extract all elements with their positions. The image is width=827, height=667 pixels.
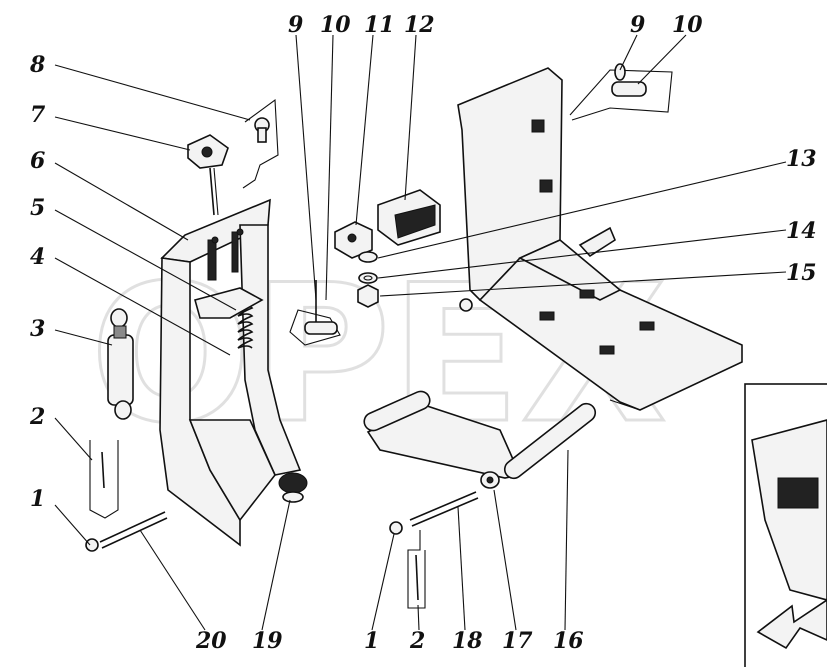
- callout-9-right: 9: [630, 12, 645, 38]
- seat-frame-part-6: [159, 198, 302, 547]
- callout-3: 3: [30, 316, 45, 342]
- callout-7: 7: [30, 102, 46, 128]
- nut-part-15: [357, 284, 379, 308]
- leader-lines: [54, 34, 787, 631]
- adjusting-knob-part-7: [187, 134, 229, 216]
- washer-part-13: [358, 251, 378, 263]
- callout-2-right: 2: [409, 628, 425, 654]
- seat-base-assembly: [457, 67, 743, 411]
- axle-part-18: [409, 491, 479, 527]
- inset-detail-view: [744, 383, 827, 667]
- callout-4: 4: [30, 244, 45, 270]
- shock-absorber-part-3: [107, 308, 134, 420]
- rubber-buffer-part-12: [377, 189, 441, 246]
- washer-part-1-left: [85, 538, 99, 552]
- callout-9-left: 9: [288, 12, 303, 38]
- screw-part-8: [242, 98, 279, 189]
- callout-15: 15: [786, 260, 817, 286]
- callout-10-right: 10: [672, 12, 703, 38]
- callout-20: 20: [195, 628, 227, 654]
- callout-17: 17: [502, 628, 533, 654]
- callout-1-left: 1: [30, 486, 45, 512]
- bushing-part-17: [480, 471, 500, 489]
- cotter-pin-part-2-left: [89, 440, 119, 519]
- callout-8: 8: [29, 52, 45, 78]
- callout-16: 16: [553, 628, 584, 654]
- axle-part-20: [99, 511, 168, 549]
- pin-part-10-right: [569, 63, 673, 121]
- callout-2-left: 2: [29, 404, 45, 430]
- washer-part-1-right: [389, 521, 403, 535]
- callout-14: 14: [786, 218, 817, 244]
- callout-1-right: 1: [364, 628, 379, 654]
- callout-labels: 8 7 6 5 4 3 2 1 20 19 1 2 18 17 16 9 10 …: [29, 12, 817, 654]
- pin-part-10-left: [289, 280, 341, 346]
- callout-19: 19: [252, 628, 283, 654]
- callout-10-left: 10: [320, 12, 351, 38]
- callout-5: 5: [30, 195, 45, 221]
- lock-washer-part-14: [358, 272, 378, 284]
- callout-6: 6: [30, 148, 45, 174]
- spring-part-5: [194, 287, 264, 349]
- callout-13: 13: [786, 146, 817, 172]
- tube-part-16: [363, 390, 597, 480]
- callout-11: 11: [364, 12, 395, 38]
- bracket-part-11: [334, 221, 373, 259]
- callout-12: 12: [404, 12, 435, 38]
- cotter-pin-part-2-right: [407, 530, 426, 609]
- callout-18: 18: [452, 628, 483, 654]
- knob-part-19: [278, 472, 308, 503]
